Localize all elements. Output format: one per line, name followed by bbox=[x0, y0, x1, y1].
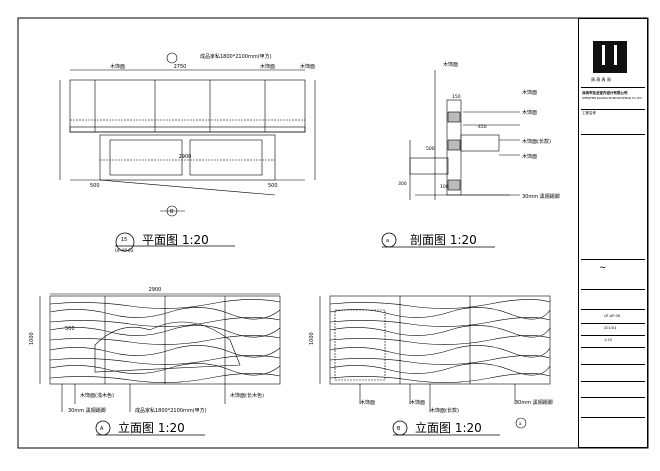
title-block: 周 周 周 周 深圳市凯龙室内设计有限公司 SHENZHEN KAILONG I… bbox=[578, 18, 648, 448]
section-tag-3: 木饰面 bbox=[522, 109, 537, 116]
company-name: 深圳市凯龙室内设计有限公司 bbox=[582, 91, 628, 95]
plan-section-mark: B bbox=[170, 209, 174, 215]
section-tag-4: 木饰面(长款) bbox=[522, 138, 551, 145]
section-tag-5: 木饰面 bbox=[522, 153, 537, 160]
plan-dim-500-left: 500 bbox=[90, 183, 100, 189]
elev-a-tag-4: 木饰面(长木色) bbox=[230, 392, 264, 399]
company-logo bbox=[593, 41, 627, 73]
elev-b-dim-left: 1000 bbox=[309, 332, 315, 345]
project-label: 工程名称 bbox=[582, 111, 596, 115]
elev-b-title: 立面图 1:20 bbox=[415, 420, 482, 435]
plan-tag-1: 木饰面 bbox=[110, 63, 125, 70]
section-dim-5: 100 bbox=[440, 184, 449, 190]
elev-b-note-label: a bbox=[519, 421, 522, 426]
drawing-date: 2013/4 bbox=[604, 326, 617, 330]
plan-bubble-bottom: UF-AP-03 bbox=[115, 248, 134, 253]
elev-b-tag-1: 木饰面 bbox=[360, 399, 375, 406]
elev-b-tag-2: 木饰面 bbox=[410, 399, 425, 406]
section-title: 剖面图 1:20 bbox=[410, 233, 477, 247]
plan-bubble bbox=[115, 232, 135, 252]
signature-1: ~ bbox=[599, 263, 607, 273]
plan-bubble-top: 15 bbox=[121, 237, 127, 243]
section-dim-3: 500 bbox=[426, 146, 435, 152]
section-bubble-label: a bbox=[386, 238, 389, 244]
section-dim-4: 300 bbox=[398, 181, 407, 187]
plan-view bbox=[59, 52, 316, 217]
elev-a-tag-1: 木饰面(浅木色) bbox=[80, 392, 114, 399]
elev-a-tag-2: 30mm 黑钢踢脚 bbox=[68, 407, 106, 414]
elev-a-dim-left: 1000 bbox=[29, 332, 35, 345]
section-dim-2: 450 bbox=[478, 124, 487, 130]
plan-dim-mid: 2900 bbox=[179, 154, 192, 160]
drawing-number: UF-AP-06 bbox=[604, 314, 620, 318]
elev-b-note-bubble bbox=[515, 417, 527, 429]
section-view bbox=[409, 70, 520, 200]
elev-a-bubble-label: A bbox=[100, 426, 104, 432]
plan-title: 平面图 1:20 bbox=[142, 233, 209, 247]
elevation-b bbox=[319, 295, 551, 412]
plan-tag-3: 木饰面 bbox=[300, 63, 315, 70]
elev-a-dim-500: 500 bbox=[65, 326, 75, 332]
drawing-scale: 1:20 bbox=[604, 338, 612, 342]
elev-b-tag-3: 木饰面(长款) bbox=[430, 407, 459, 414]
section-dim-1: 150 bbox=[452, 94, 461, 100]
elev-b-bubble-label: B bbox=[397, 426, 401, 432]
plan-dim-top: 2750 bbox=[174, 64, 187, 70]
section-tag-6: 30mm 黑钢踢脚 bbox=[522, 193, 560, 200]
elev-a-title: 立面图 1:20 bbox=[118, 420, 185, 435]
plan-dim-500-right: 500 bbox=[268, 183, 278, 189]
plan-tag-2: 木饰面 bbox=[260, 63, 275, 70]
plan-callout-material: 成品家私1800*2100mm(甲方) bbox=[200, 53, 272, 60]
logo-text: 周 周 周 周 bbox=[591, 77, 611, 82]
section-tag-2: 木饰面 bbox=[522, 89, 537, 96]
elev-a-dim-top: 2900 bbox=[149, 287, 162, 293]
elev-a-tag-3: 成品家私1800*2100mm(甲方) bbox=[135, 407, 207, 414]
section-tag-1: 木饰面 bbox=[443, 61, 458, 68]
elev-b-tag-4: 30mm 黑钢踢脚 bbox=[515, 399, 553, 406]
elevation-a bbox=[39, 293, 281, 412]
company-name-en: SHENZHEN KAILONG INTERIOR DESIGN CO.,LTD bbox=[582, 97, 642, 100]
